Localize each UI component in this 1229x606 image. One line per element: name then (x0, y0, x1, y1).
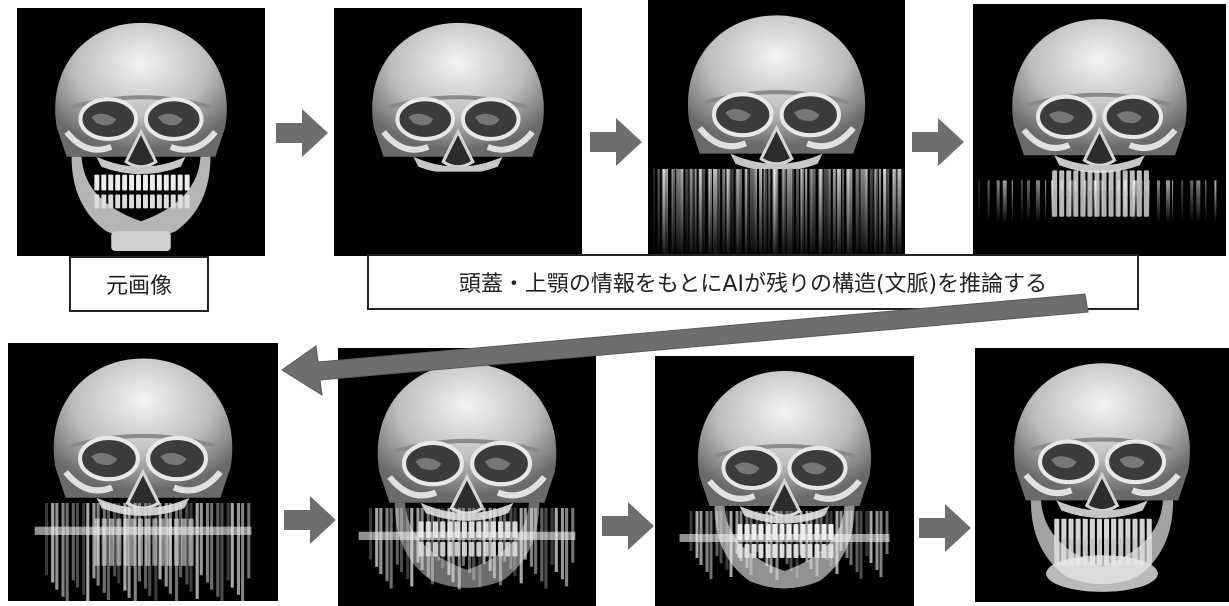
arrow-right-icon (272, 103, 332, 163)
arrow-right-icon (908, 112, 968, 172)
inference-caption: 頭蓋・上顎の情報をもとにAIが残りの構造(文脈)を推論する (367, 254, 1139, 310)
panel-step-1 (334, 8, 582, 256)
panel-step-5 (338, 348, 596, 606)
skull-image (8, 343, 278, 601)
panel-step-4 (8, 343, 278, 601)
panel-step-7 (975, 348, 1229, 602)
skull-image (975, 348, 1229, 602)
skull-image (338, 348, 596, 606)
original-image-label: 元画像 (69, 256, 209, 312)
panel-step-6 (655, 356, 914, 606)
panel-step-2 (648, 0, 905, 256)
panel-original (17, 8, 265, 256)
arrow-right-icon (598, 496, 658, 556)
skull-image (973, 4, 1226, 256)
arrow-right-icon (586, 112, 646, 172)
arrow-right-icon (915, 498, 975, 558)
arrow-right-icon (280, 490, 340, 550)
panel-step-3 (973, 4, 1226, 256)
skull-image (648, 0, 905, 256)
skull-image (334, 8, 582, 256)
skull-image (655, 356, 914, 606)
skull-image (17, 8, 265, 256)
